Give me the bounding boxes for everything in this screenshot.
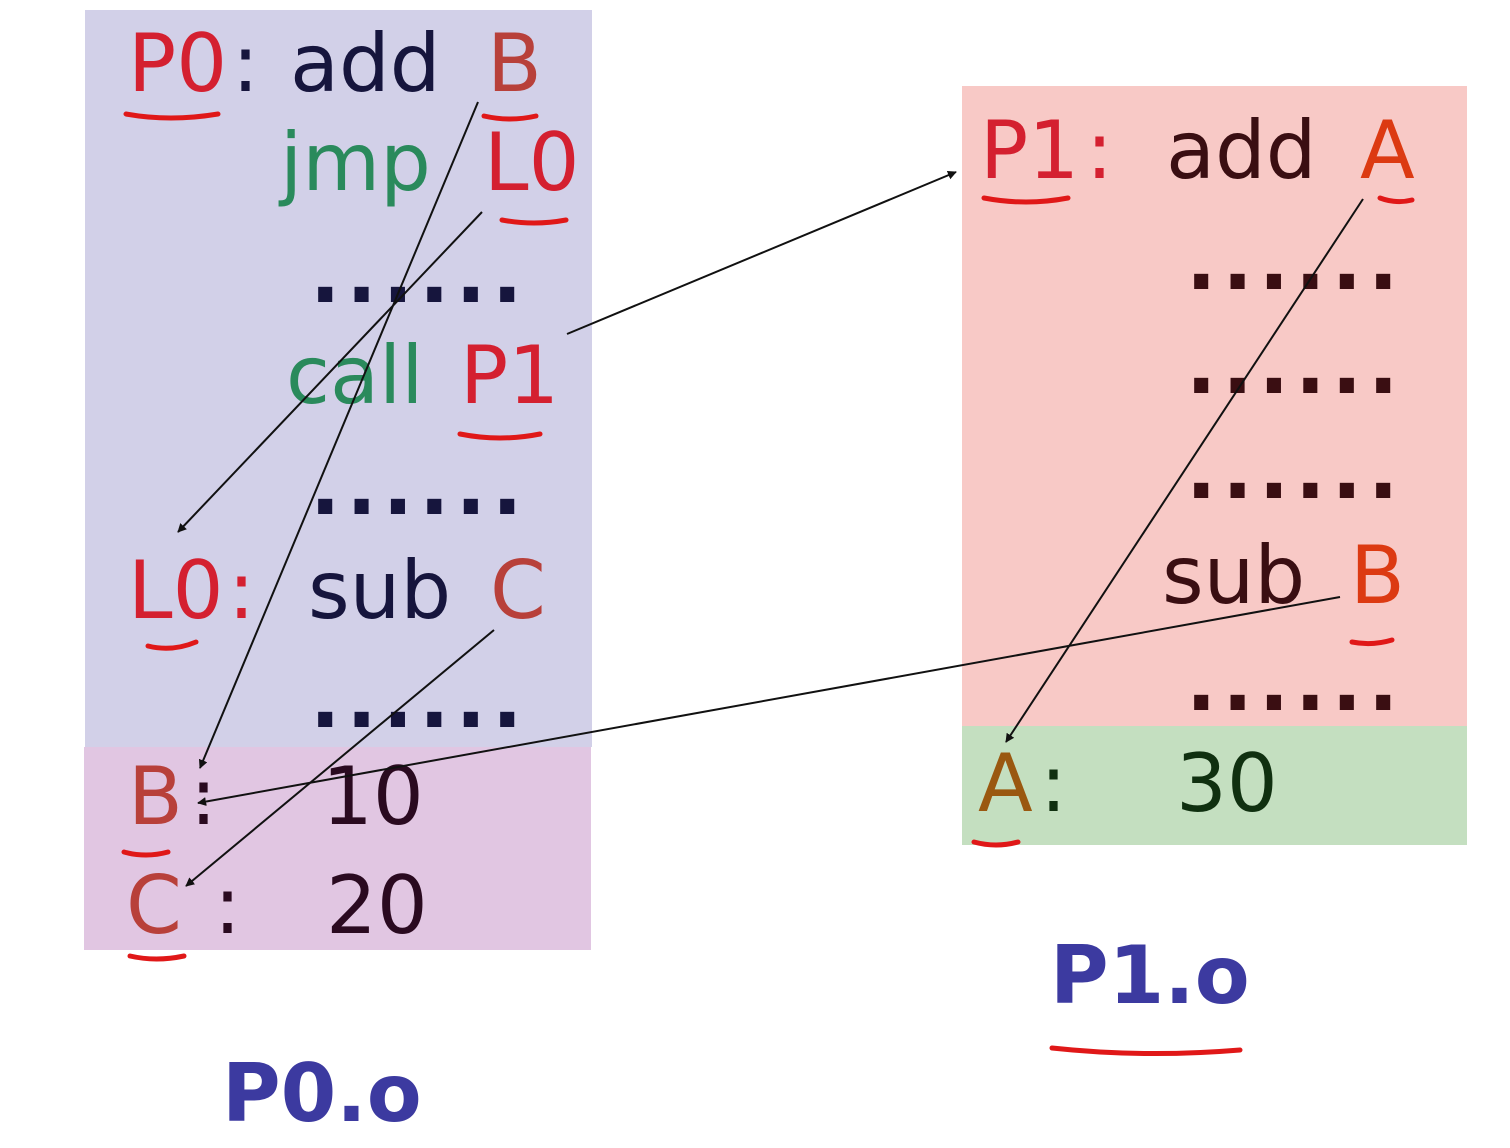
underline-p0-b (481, 113, 539, 122)
p0-c-colon: : (214, 859, 241, 952)
p1-add-arg: A (1360, 104, 1415, 197)
p0-code-section (85, 10, 592, 747)
p0-b-colon: : (190, 750, 217, 843)
arrow-l0-ref-to-l0 (177, 211, 483, 533)
arrow-c-ref-to-c-data (185, 629, 495, 887)
p1-a-value: 30 (1176, 737, 1278, 830)
p1-ellipsis-4: ...... (1186, 636, 1405, 729)
underline-p1-a-data (971, 839, 1021, 848)
p0-jmp-arg: L0 (484, 116, 580, 209)
p0-call-arg: P1 (460, 329, 560, 422)
p1-module-label: P1.o (1050, 929, 1250, 1022)
underline-p0-p1 (457, 431, 543, 441)
p0-b-value: 10 (322, 750, 424, 843)
p1-label-colon: : (1086, 104, 1113, 197)
p1-a-colon: : (1040, 737, 1067, 830)
underline-p0-b-data (121, 849, 171, 858)
p1-a-label: A (978, 737, 1033, 830)
p0-add-op: add (290, 17, 441, 110)
p0-call-op: call (286, 329, 424, 422)
p0-c-label: C (126, 859, 182, 952)
p1-ellipsis-2: ...... (1186, 319, 1405, 412)
p0-b-label: B (128, 750, 183, 843)
arrow-p1-call-to-p1 (566, 170, 957, 335)
p0-module-label: P0.o (222, 1047, 422, 1140)
underline-p0-l0 (499, 217, 569, 226)
p1-data-section (962, 726, 1467, 845)
arrow-b-ref-to-b-data (198, 101, 479, 769)
p0-jmp-op: jmp (280, 116, 431, 209)
underline-p1-b (1349, 637, 1395, 647)
p0-c-value: 20 (326, 859, 428, 952)
p1-label: P1 (980, 104, 1080, 197)
p0-ellipsis-2: ...... (310, 440, 529, 533)
underline-p1-label (981, 195, 1071, 205)
p1-sub-arg: B (1350, 529, 1405, 622)
arrow-a-ref-to-a-data (1005, 198, 1364, 743)
p0-l0-colon: : (228, 544, 255, 637)
p0-sub-op: sub (308, 544, 452, 637)
underline-p0-label (123, 111, 221, 121)
p0-add-arg: B (487, 17, 542, 110)
underline-p1-a (1377, 195, 1415, 205)
p0-sub-arg: C (490, 544, 546, 637)
p0-data-section (84, 747, 591, 950)
p0-label: P0 (128, 17, 228, 110)
arrow-p1-b-ref-to-b-data (197, 596, 1341, 806)
p1-ellipsis-1: ...... (1186, 215, 1405, 308)
underline-p1-module (1049, 1045, 1243, 1057)
p1-ellipsis-3: ...... (1186, 424, 1405, 517)
underline-p0-c-data (127, 953, 187, 962)
p1-sub-op: sub (1162, 529, 1306, 622)
p0-l0-label: L0 (128, 544, 224, 637)
p1-add-op: add (1166, 104, 1317, 197)
p0-label-colon: : (232, 17, 259, 110)
underline-p0-l0-label (145, 639, 199, 651)
p0-ellipsis-3: ...... (310, 653, 529, 746)
